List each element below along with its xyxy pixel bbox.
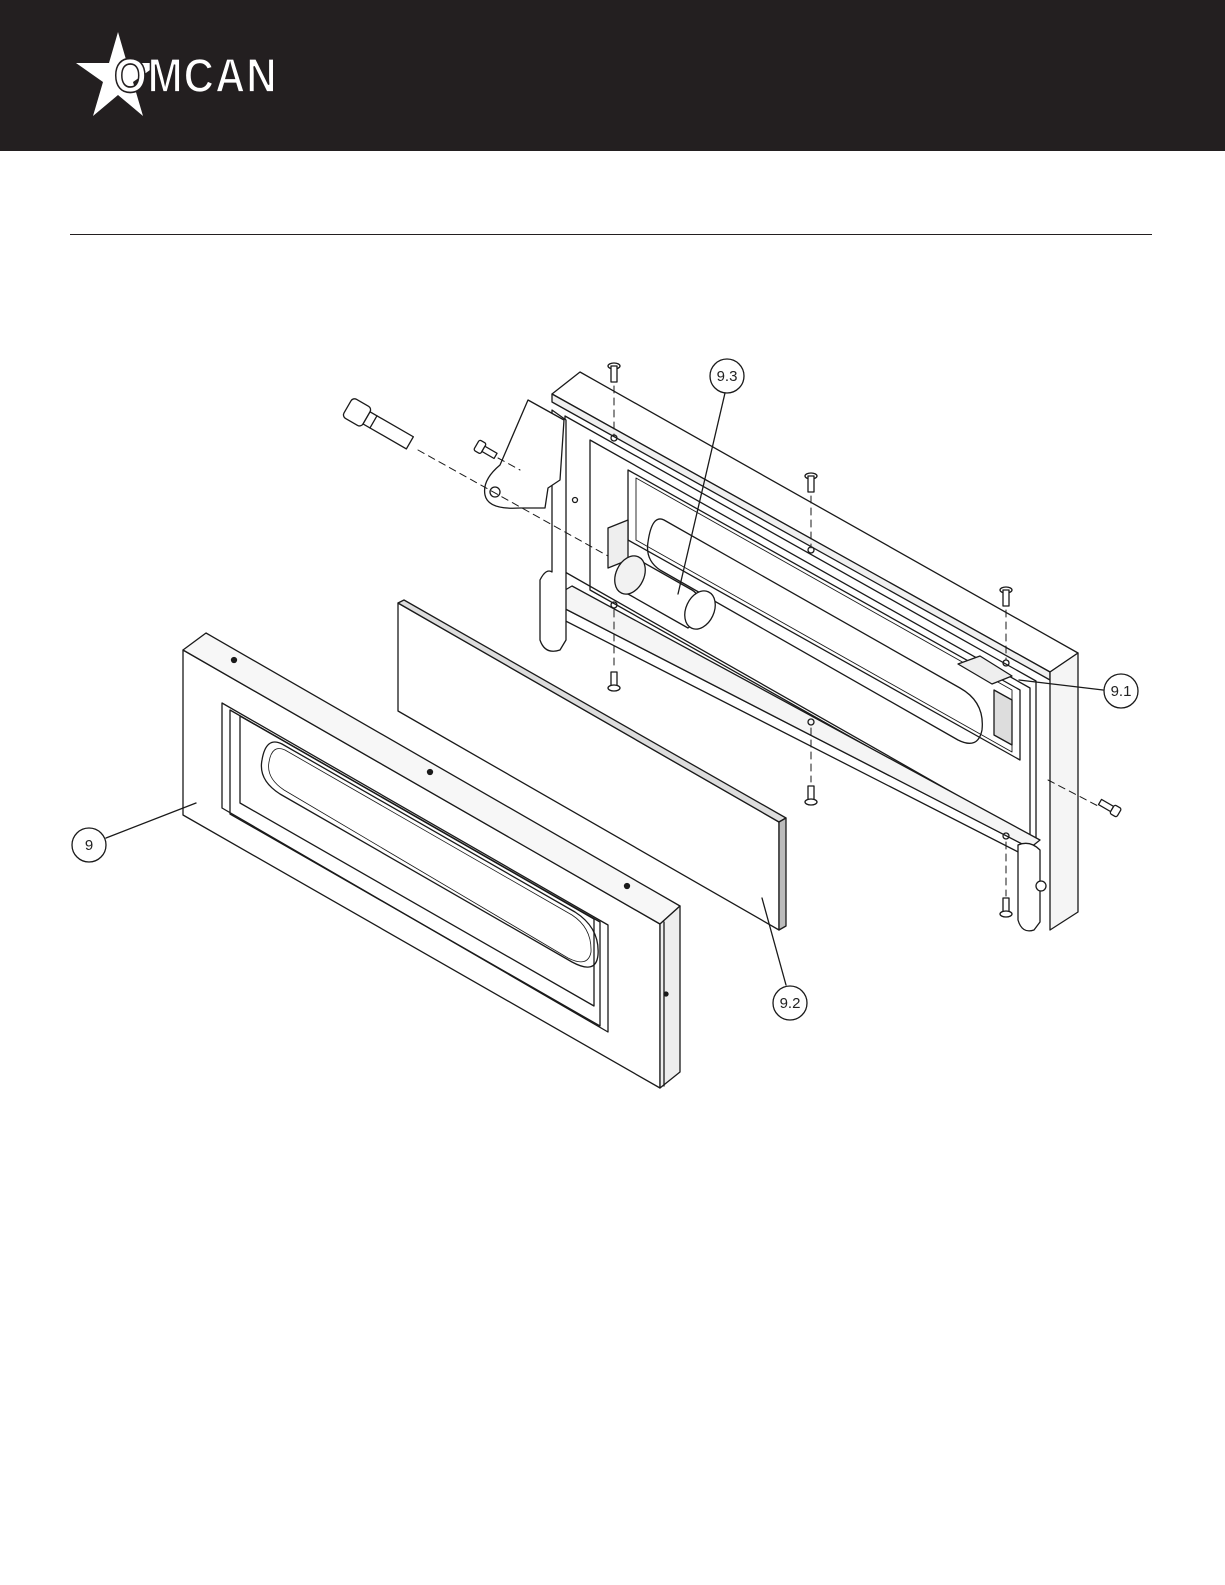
callout-9-3-label: 9.3: [717, 368, 738, 385]
screw-bottom-1: [608, 672, 620, 691]
screw-bottom-3: [1000, 898, 1012, 917]
callout-9-2-label: 9.2: [780, 995, 801, 1012]
callout-9-1-label: 9.1: [1111, 683, 1132, 700]
callout-9-label: 9: [85, 837, 93, 854]
screw-small: [474, 440, 499, 461]
bolt-large: [342, 397, 415, 452]
screw-top-3: [1000, 587, 1012, 606]
screw-side-right: [1098, 798, 1122, 818]
screw-top-1: [608, 363, 620, 382]
screw-bottom-2: [805, 786, 817, 805]
screw-top-2: [805, 473, 817, 492]
